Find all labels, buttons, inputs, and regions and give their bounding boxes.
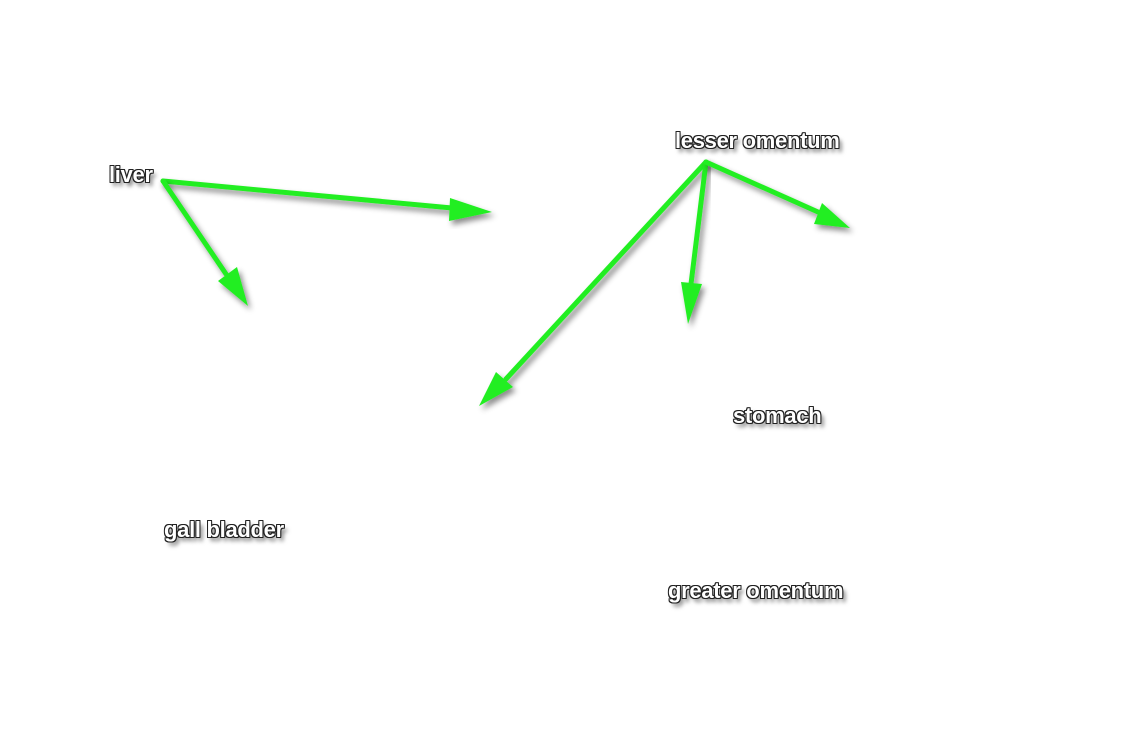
label-greater-omentum: greater omentum [668,578,844,603]
arrow-lesser-omentum-left [479,159,709,406]
label-stomach: stomach [733,403,822,428]
label-lesser-omentum: lesser omentum [675,128,840,153]
arrow-lesser-omentum-down [681,159,709,324]
arrow-liver-down [160,178,248,306]
label-gall-bladder: gall bladder [164,517,284,542]
label-liver: liver [109,162,153,187]
arrow-lesser-omentum-right [703,159,850,228]
arrow-liver-right [160,178,492,221]
